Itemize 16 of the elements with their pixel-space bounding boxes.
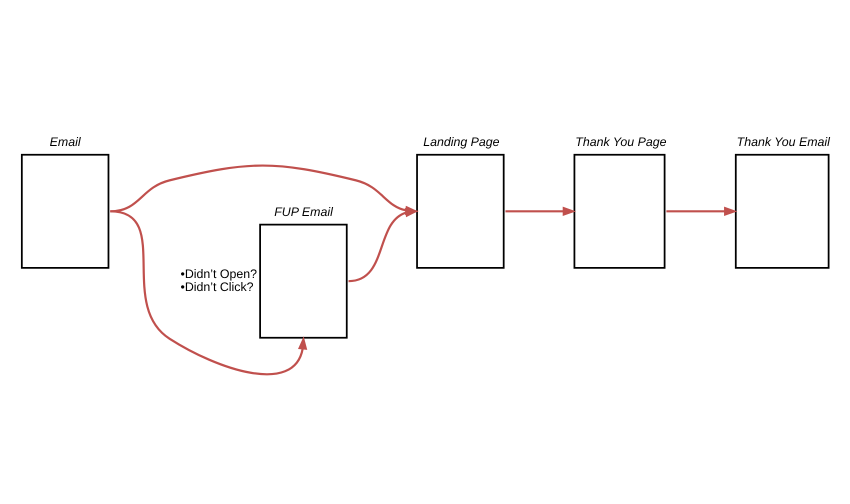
node-label: •Didn’t Click?: [180, 280, 254, 294]
arrow: [505, 206, 576, 216]
node-box: [259, 224, 348, 339]
node-box: [20, 154, 110, 269]
arrow: [348, 208, 419, 282]
node-box: [734, 154, 830, 269]
node-box: [574, 154, 666, 269]
node-label: Thank You Page: [575, 135, 666, 150]
node-box: [416, 154, 505, 269]
arrow: [110, 210, 308, 376]
node-label: Landing Page: [423, 135, 500, 150]
node-label: Email: [50, 135, 81, 150]
node-label: •Didn’t Open?: [180, 266, 257, 281]
node-label: FUP Email: [274, 204, 333, 219]
node-label: Thank You Email: [736, 135, 830, 150]
arrow: [666, 206, 738, 216]
